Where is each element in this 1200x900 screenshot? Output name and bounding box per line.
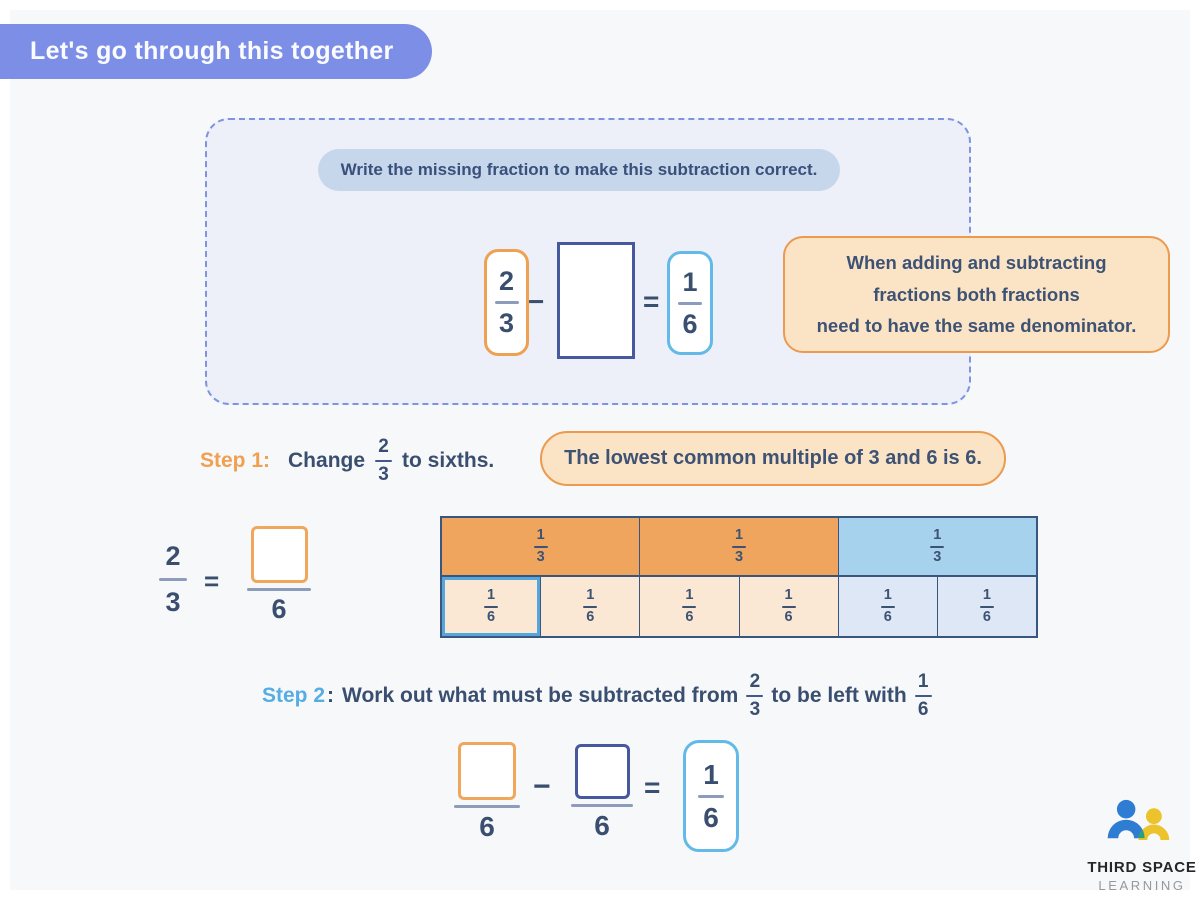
fraction-bar [247, 588, 311, 591]
denominator: 6 [682, 308, 698, 339]
fraction-bar [494, 301, 519, 304]
numerator-answer-box[interactable] [574, 744, 630, 799]
step1-text-before: Change [288, 449, 366, 472]
denominator: 6 [271, 594, 287, 624]
question-text: Write the missing fraction to make this … [340, 160, 818, 179]
fraction-bar [454, 805, 520, 808]
fraction-one-sixth-card: 1 6 [667, 251, 713, 355]
fraction-bar [571, 804, 633, 807]
numerator-answer-box[interactable] [458, 742, 516, 800]
subtraction-minuend-fraction: 6 [452, 742, 522, 843]
fraction-two-thirds-card: 2 3 [484, 249, 529, 356]
denominator: 3 [498, 308, 515, 338]
missing-fraction-answer-box[interactable] [557, 242, 635, 359]
equals-sign: = [643, 286, 660, 317]
denominator: 6 [703, 801, 719, 833]
denominator: 6 [594, 810, 610, 841]
step2-text-a: Work out what must be subtracted from [342, 684, 739, 707]
minus-sign: − [533, 770, 551, 803]
question-pill: Write the missing fraction to make this … [318, 149, 840, 191]
conversion-equals-sign: = [204, 566, 220, 596]
step1-label: Step 1: [200, 449, 271, 472]
callout-line: When adding and subtracting [846, 251, 1107, 273]
callout-line: need to have the same denominator. [816, 315, 1137, 337]
step2-colon: : [327, 684, 335, 707]
numerator: 1 [703, 758, 719, 790]
numerator-answer-box[interactable] [250, 526, 308, 583]
denominator-hint-callout: When adding and subtracting fractions bo… [783, 236, 1170, 353]
third-space-learning-logo-icon [1107, 799, 1170, 840]
denominator: 6 [479, 811, 495, 842]
fraction-bar [698, 794, 724, 798]
callout-line: fractions both fractions [873, 283, 1080, 305]
step2-text-b: to be left with [771, 684, 907, 707]
fraction-bar [678, 301, 702, 305]
logo-wordmark-line1: THIRD SPACE [1087, 859, 1197, 876]
conversion-answer-fraction: 6 [246, 526, 312, 625]
lcm-hint-pill: The lowest common multiple of 3 and 6 is… [540, 431, 1006, 486]
lcm-hint-text: The lowest common multiple of 3 and 6 is… [564, 447, 982, 469]
logo-wordmark-line2: LEARNING [1098, 878, 1186, 893]
equals-sign: = [644, 772, 661, 803]
third-space-learning-logo: THIRD SPACE LEARNING [1082, 794, 1200, 893]
numerator: 1 [682, 266, 698, 297]
numerator: 2 [498, 266, 515, 296]
banner: Let's go through this together [0, 24, 432, 79]
step2-label: Step 2 [262, 684, 326, 707]
step1-text-after: to sixths. [402, 449, 495, 472]
result-one-sixth-card: 1 6 [683, 740, 739, 852]
banner-label: Let's go through this together [30, 37, 394, 65]
step2-row: Step 2 : Work out what must be subtracte… [262, 662, 932, 730]
subtraction-subtrahend-fraction: 6 [570, 744, 634, 842]
minus-sign: − [528, 286, 545, 317]
